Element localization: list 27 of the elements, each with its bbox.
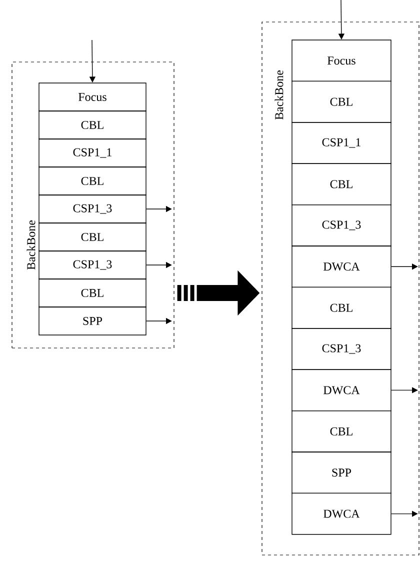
dashed-frame [262, 22, 420, 556]
layer-box: CSP1_3 [292, 204, 392, 246]
layer-box: CBL [292, 80, 392, 123]
layer-box: CSP1_3 [38, 194, 146, 224]
arrow [391, 387, 418, 394]
layer-box: CBL [38, 110, 146, 140]
layer-box: Focus [292, 40, 392, 82]
layer-box: DWCA [292, 246, 392, 288]
layer-box: CBL [292, 286, 392, 329]
layer-box: CBL [38, 222, 146, 252]
layer-box: CSP1_3 [38, 250, 146, 280]
layer-box: SPP [38, 306, 146, 336]
layer-box: CBL [38, 166, 146, 196]
layer-box: CSP1_1 [292, 122, 392, 164]
layer-box: CBL [292, 163, 392, 206]
dashed-frame [12, 62, 174, 348]
layer-box: Focus [38, 82, 146, 112]
layer-box: DWCA [292, 492, 392, 535]
layer-box: CBL [292, 410, 392, 452]
layer-box: CBL [38, 278, 146, 308]
layer-box: CSP1_1 [38, 138, 146, 168]
layer-box: CSP1_3 [292, 328, 392, 370]
layer-box: SPP [292, 452, 392, 494]
group-label: BackBone [26, 220, 36, 270]
group-label: BackBone [274, 70, 284, 120]
arrow [391, 510, 418, 517]
layer-box: DWCA [292, 369, 392, 412]
